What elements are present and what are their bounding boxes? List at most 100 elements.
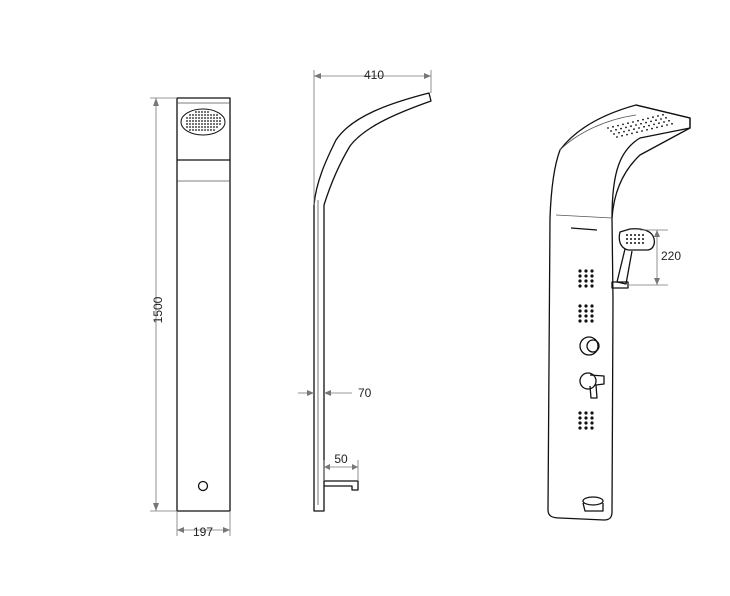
- tub-spout-icon: [582, 496, 604, 512]
- rain-nozzle: [216, 120, 218, 122]
- rain-nozzle: [647, 117, 649, 120]
- rain-nozzle: [213, 126, 215, 128]
- depth-dimension: 410: [313, 68, 432, 205]
- rain-shower-head-icon: [180, 108, 226, 136]
- rain-nozzle: [213, 117, 215, 119]
- perspective-shoulder-line: [555, 214, 613, 219]
- jet-nozzle: [578, 416, 582, 420]
- jet-nozzle: [584, 319, 588, 323]
- rain-nozzle: [207, 123, 209, 125]
- rain-nozzle: [210, 120, 212, 122]
- rain-nozzle: [216, 114, 218, 116]
- jet-nozzle: [578, 411, 582, 415]
- rain-nozzle: [210, 114, 212, 116]
- rain-nozzle: [201, 114, 203, 116]
- perspective-column-outline: [547, 104, 691, 521]
- rain-nozzle: [216, 126, 218, 128]
- jet-nozzle: [578, 309, 582, 313]
- rain-nozzle: [201, 126, 203, 128]
- thickness-dimension: 70: [298, 386, 372, 400]
- rain-nozzle: [198, 129, 200, 131]
- spout-reach-label: 50: [334, 452, 348, 466]
- rain-nozzle: [198, 120, 200, 122]
- rain-nozzle: [210, 129, 212, 131]
- rain-nozzle: [630, 125, 632, 128]
- rain-nozzle: [204, 120, 206, 122]
- rain-nozzle: [656, 126, 658, 129]
- rain-nozzle: [620, 127, 622, 130]
- body-jet-icon: [578, 411, 594, 430]
- rain-nozzle: [662, 113, 664, 116]
- rain-nozzle: [198, 114, 200, 116]
- rain-nozzle: [648, 124, 650, 127]
- rain-nozzle: [207, 117, 209, 119]
- rain-nozzle: [207, 111, 209, 113]
- hand-nozzle: [634, 238, 636, 240]
- front-view: 1500 197: [150, 97, 231, 539]
- jet-nozzle: [584, 421, 588, 425]
- hand-nozzle: [630, 234, 632, 236]
- jet-nozzle: [578, 314, 582, 318]
- rain-nozzle: [192, 117, 194, 119]
- jet-nozzle: [590, 304, 594, 308]
- rain-nozzle: [210, 117, 212, 119]
- rain-nozzle: [631, 132, 633, 135]
- rain-nozzle: [638, 127, 640, 129]
- rain-nozzle: [189, 123, 191, 125]
- front-panel-outline: [176, 97, 231, 512]
- rain-shower-head-icon: [607, 113, 673, 138]
- rain-nozzle: [210, 126, 212, 128]
- jet-nozzle: [578, 421, 582, 425]
- rain-nozzle: [635, 124, 637, 126]
- rain-nozzle: [189, 126, 191, 128]
- rain-nozzle: [201, 123, 203, 125]
- rain-nozzle: [617, 124, 619, 127]
- rain-nozzle: [652, 116, 654, 119]
- rain-nozzle: [207, 120, 209, 122]
- hand-nozzle: [626, 242, 628, 244]
- jet-nozzle: [578, 319, 582, 323]
- mixer-knob-icon: [579, 372, 605, 399]
- rain-nozzle: [201, 129, 203, 131]
- hand-nozzle: [638, 238, 640, 240]
- rain-nozzle: [636, 131, 638, 134]
- rain-nozzle: [650, 120, 652, 123]
- hand-nozzle: [626, 238, 628, 240]
- rain-nozzle: [625, 126, 627, 129]
- jet-nozzle: [578, 274, 582, 278]
- rain-nozzle: [219, 120, 221, 122]
- rain-nozzle: [616, 136, 618, 138]
- rain-nozzle: [668, 119, 670, 122]
- rain-nozzle: [207, 126, 209, 128]
- rain-nozzle: [213, 120, 215, 122]
- jet-nozzle: [590, 284, 594, 288]
- rain-nozzle: [192, 126, 194, 128]
- jet-nozzle: [590, 274, 594, 278]
- rain-nozzle: [626, 133, 628, 136]
- hand-shower-icon: [611, 228, 655, 289]
- rain-nozzle: [195, 126, 197, 128]
- jet-nozzle: [578, 426, 582, 430]
- rain-nozzle: [663, 121, 665, 123]
- hand-shower-drop-dimension: 220: [628, 229, 681, 286]
- rain-nozzle: [671, 122, 673, 125]
- mixer-knob-icon: [579, 336, 600, 356]
- rain-nozzle: [189, 114, 191, 116]
- jet-nozzle: [590, 314, 594, 318]
- rain-nozzle: [651, 127, 653, 130]
- rain-nozzle: [607, 127, 609, 129]
- jet-nozzle: [578, 304, 582, 308]
- spout-reach-dimension: 50: [323, 452, 359, 481]
- jet-nozzle: [590, 411, 594, 415]
- height-label: 1500: [151, 296, 165, 323]
- rain-nozzle: [213, 129, 215, 131]
- rain-nozzle: [204, 111, 206, 113]
- rain-nozzle: [201, 120, 203, 122]
- rain-nozzle: [633, 128, 635, 131]
- rain-nozzle: [622, 123, 624, 126]
- jet-nozzle: [584, 426, 588, 430]
- hand-nozzle: [638, 242, 640, 244]
- rain-nozzle: [192, 114, 194, 116]
- rain-nozzle: [642, 118, 644, 121]
